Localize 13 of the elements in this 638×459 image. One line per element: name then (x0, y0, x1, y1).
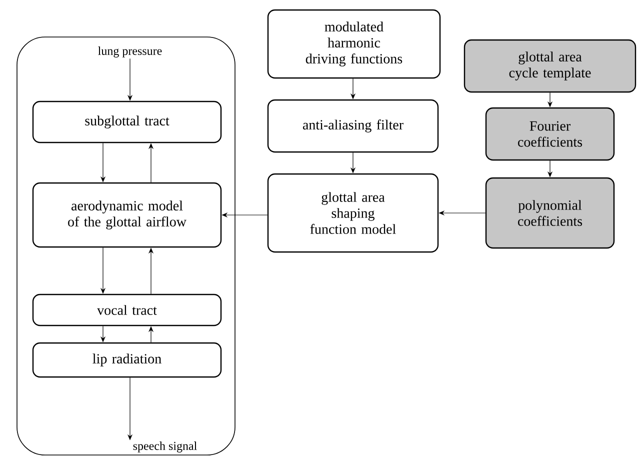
process-box: modulated harmonic driving functions (267, 9, 441, 79)
process-box: anti-aliasing filter (267, 99, 439, 153)
process-box: glottal area cycle template (464, 39, 636, 93)
process-box: vocal tract (32, 294, 222, 326)
signal-label: lung pressure (98, 46, 162, 58)
process-box: subglottal tract (32, 100, 222, 144)
system-frame (16, 36, 236, 456)
process-box: glottal area shaping function model (267, 173, 439, 253)
process-box: Fourier coefficients (485, 107, 615, 161)
process-box: lip radiation (32, 342, 222, 378)
process-box: aerodynamic model of the glottal airflow (32, 182, 222, 248)
signal-label: speech signal (133, 442, 197, 452)
process-box: polynomial coefficients (485, 177, 615, 249)
